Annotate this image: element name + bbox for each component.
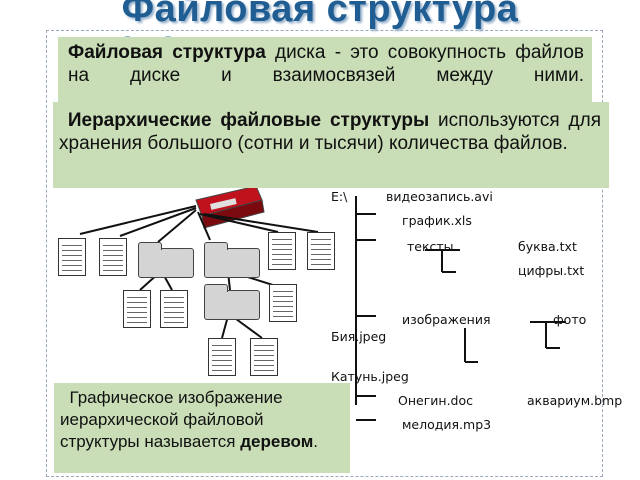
tree-root: E:\ — [331, 189, 348, 204]
caption-end: . — [313, 432, 319, 451]
left-tree-lines — [79, 205, 319, 339]
tree-file-video: видеозапись.avi — [386, 189, 493, 204]
hierarchy-box: Иерархические файловые структуры использ… — [53, 102, 609, 188]
tree-folder-texts: тексты — [407, 239, 454, 254]
file-icon — [160, 290, 188, 328]
folder-icon — [204, 242, 260, 278]
tree-file-aquarium: аквариум.bmp — [527, 393, 623, 408]
tree-folder-foto: фото — [553, 312, 587, 327]
picture-frame — [46, 30, 603, 477]
caption-text: Графическое изображение иерархической фа… — [60, 388, 283, 451]
file-icon — [268, 232, 296, 270]
file-icon — [123, 290, 151, 328]
file-icon — [99, 238, 127, 276]
tree-folder-images: изображения — [402, 312, 491, 327]
hierarchy-term: Иерархические файловые структуры — [67, 110, 430, 131]
file-icon — [58, 238, 86, 276]
tree-file-katun: Катунь.jpeg — [331, 369, 409, 384]
title-line1: Файловая структура — [121, 0, 519, 30]
caption-box: Графическое изображение иерархической фа… — [54, 383, 350, 473]
definition-text: диска - это совокупность файлов на диске… — [68, 42, 584, 86]
tree-file-graph: график.xls — [402, 213, 472, 228]
tree-file-cifry: цифры.txt — [518, 263, 585, 278]
definition-term: Файловая структура — [68, 42, 266, 63]
file-icon — [208, 338, 236, 376]
right-tree-lines — [355, 196, 566, 421]
hierarchy-text: используются для хранения большого (сотн… — [59, 110, 601, 154]
tree-file-biya: Бия.jpeg — [331, 329, 387, 344]
definition-box: Файловая структура диска - это совокупно… — [58, 37, 592, 103]
folder-icon — [204, 284, 260, 320]
tree-file-melody: мелодия.mp3 — [402, 417, 492, 432]
tree-file-onegin: Онегин.doc — [398, 393, 473, 408]
file-icon — [307, 232, 335, 270]
file-icon — [269, 284, 297, 322]
folder-icon — [138, 242, 194, 278]
caption-term: деревом — [240, 432, 314, 451]
file-icon — [250, 338, 278, 376]
tree-file-bukva: буква.txt — [518, 239, 577, 254]
